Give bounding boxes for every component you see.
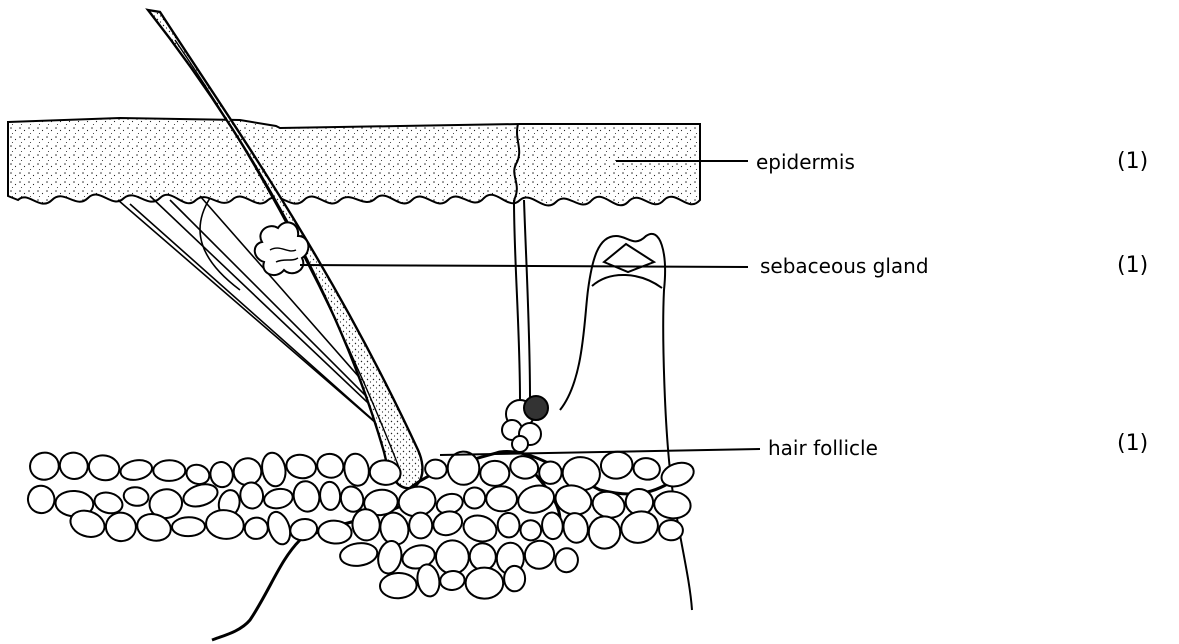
fat-cell — [434, 539, 470, 576]
mark-hair-follicle: (1) — [1117, 432, 1148, 456]
fat-cell — [204, 508, 245, 541]
fat-cell — [460, 512, 499, 545]
mark-epidermis: (1) — [1117, 150, 1148, 174]
fat-cell — [259, 451, 288, 488]
label-hair-follicle: hair follicle — [768, 436, 878, 460]
fat-cell — [439, 570, 465, 591]
epidermis-layer — [8, 118, 700, 205]
leader-line-sebaceous-gland — [300, 265, 748, 267]
fat-cell — [25, 483, 58, 517]
fat-cell — [244, 516, 270, 540]
fat-cell-layer — [25, 449, 697, 599]
fat-cell — [461, 485, 488, 512]
fat-cell — [486, 486, 517, 512]
fat-cell — [262, 487, 294, 511]
fat-cell — [314, 451, 346, 481]
fat-cell — [480, 460, 510, 486]
fat-cell — [521, 537, 557, 572]
fat-cell — [617, 507, 661, 547]
fat-cell — [447, 451, 480, 486]
fat-cell — [184, 462, 212, 487]
fat-cell — [379, 572, 417, 599]
sweat-gland — [502, 200, 548, 452]
fat-cell — [342, 452, 372, 488]
fat-cell — [57, 449, 91, 482]
fat-cell — [123, 486, 150, 508]
fat-cell — [119, 458, 154, 483]
dermal-papilla — [560, 234, 692, 610]
fat-cell — [339, 541, 379, 568]
fat-cell — [588, 515, 622, 550]
fat-cell — [561, 511, 590, 545]
fat-cell — [291, 479, 323, 515]
fat-cell — [659, 519, 684, 541]
fat-cell — [599, 450, 634, 481]
fat-cell — [430, 508, 465, 539]
label-epidermis: epidermis — [756, 150, 855, 174]
fat-cell — [465, 567, 503, 599]
fat-cell — [497, 512, 521, 538]
fat-cell — [515, 482, 557, 517]
fat-cell — [28, 450, 61, 482]
fat-cell — [518, 518, 543, 542]
fat-cell — [153, 460, 185, 481]
fat-cell — [653, 490, 692, 520]
fat-cell — [319, 481, 341, 510]
fat-cell — [504, 566, 525, 592]
fat-cell — [284, 452, 318, 480]
fat-cell — [87, 453, 122, 483]
fat-cell — [172, 517, 205, 537]
mark-sebaceous-gland: (1) — [1117, 254, 1148, 278]
fat-cell — [104, 510, 138, 543]
fat-cell — [553, 546, 579, 574]
leader-line-hair-follicle — [440, 449, 760, 455]
fat-cell — [632, 457, 661, 482]
fat-cell — [288, 517, 318, 543]
fat-cell — [408, 512, 433, 539]
label-sebaceous-gland: sebaceous gland — [760, 254, 929, 278]
